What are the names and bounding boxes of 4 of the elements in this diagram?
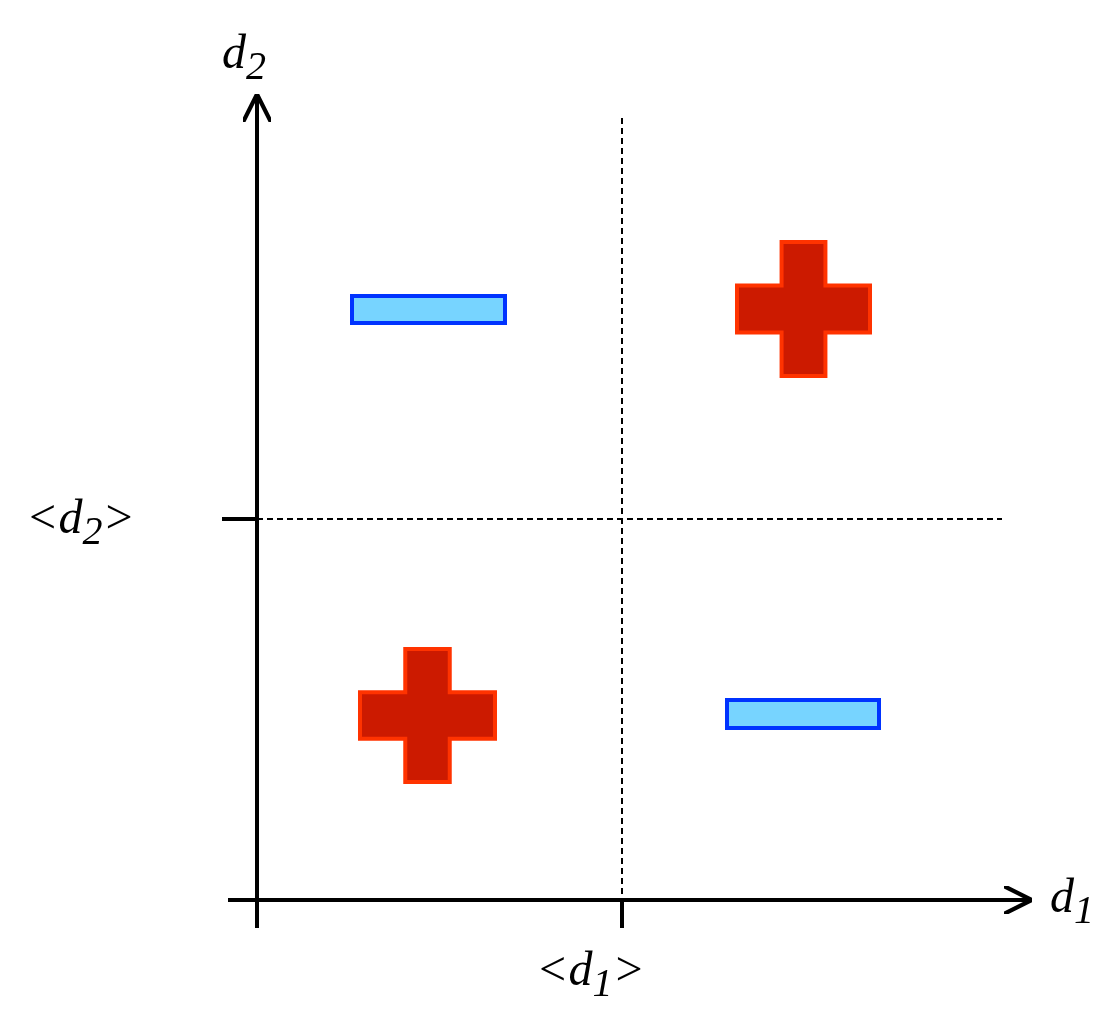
axis-label: d$_{1}$	[1050, 872, 1094, 930]
mean-label: <d$_{1}$>	[536, 945, 645, 1003]
mean-label: <d$_{2}$>	[26, 493, 135, 551]
axis-label: d$_{2}$	[222, 28, 266, 86]
